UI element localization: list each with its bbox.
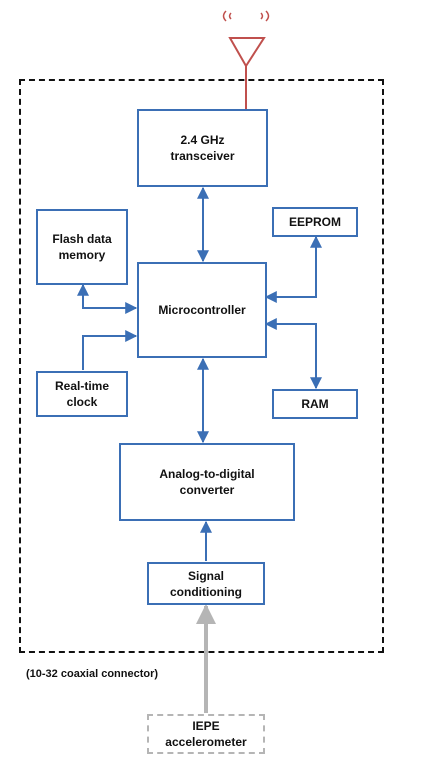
bus-rtc-mcu bbox=[82, 330, 138, 370]
ram-label: RAM bbox=[301, 397, 329, 411]
bus-ram-mcu bbox=[264, 318, 322, 390]
ram-block: RAM bbox=[272, 389, 358, 419]
bus-flash-mcu bbox=[77, 283, 138, 314]
antenna-icon bbox=[228, 37, 266, 110]
flash-memory-block: Flash data memory bbox=[36, 209, 128, 285]
transceiver-line-1: 2.4 GHz bbox=[180, 133, 225, 147]
conditioning-line-2: conditioning bbox=[170, 584, 242, 599]
radio-waves-icon bbox=[222, 10, 270, 22]
connector-label: (10-32 coaxial connector) bbox=[26, 668, 159, 680]
conditioning-line-1: Signal bbox=[187, 568, 224, 583]
transceiver-line-2: transceiver bbox=[170, 149, 235, 163]
microcontroller-label: Microcontroller bbox=[158, 303, 246, 317]
adc-line-1: Analog-to-digital bbox=[159, 467, 255, 481]
adc-block: Analog-to-digital converter bbox=[119, 443, 295, 521]
adc-line-2: converter bbox=[179, 483, 235, 497]
transceiver-block: 2.4 GHz transceiver bbox=[137, 109, 268, 187]
eeprom-block: EEPROM bbox=[272, 207, 358, 237]
microcontroller-block: Microcontroller bbox=[137, 262, 267, 358]
flash-line-1: Flash data bbox=[52, 232, 112, 246]
device-enclosure bbox=[19, 79, 384, 653]
iepe-line-2: accelerometer bbox=[165, 735, 247, 749]
iepe-line-1: IEPE bbox=[192, 719, 220, 733]
rtc-line-2: clock bbox=[66, 395, 98, 409]
iepe-accelerometer-block: IEPE accelerometer bbox=[147, 714, 265, 754]
eeprom-label: EEPROM bbox=[288, 215, 341, 229]
rtc-block: Real-time clock bbox=[36, 371, 128, 417]
rtc-line-1: Real-time bbox=[54, 379, 110, 393]
flash-line-2: memory bbox=[58, 248, 106, 262]
bus-eeprom-mcu bbox=[264, 235, 322, 303]
